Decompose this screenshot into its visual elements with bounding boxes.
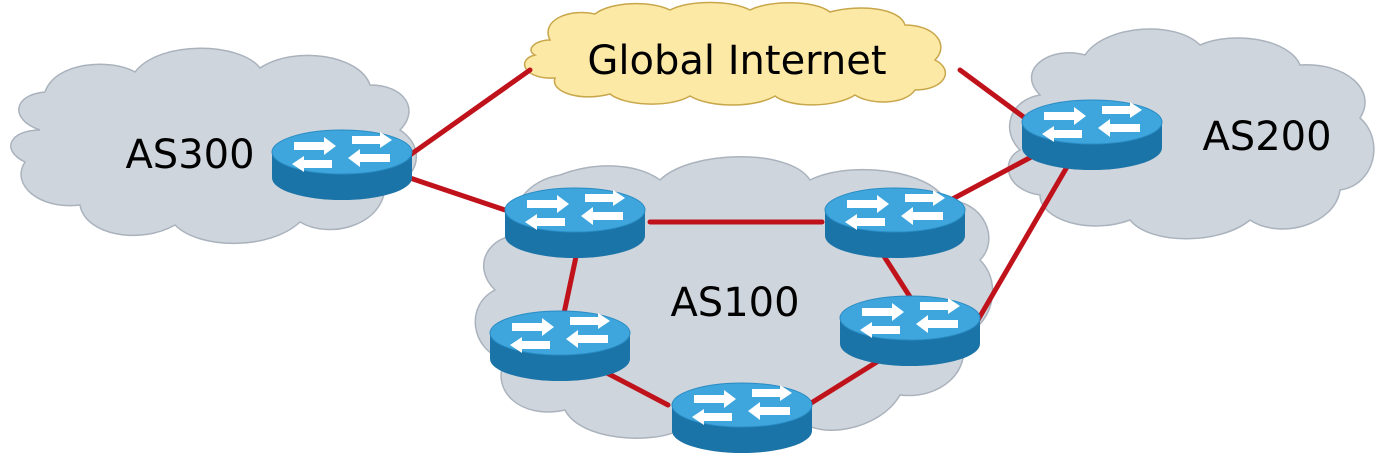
cloud-as200 <box>1007 28 1375 240</box>
as300-label: AS300 <box>125 132 254 178</box>
link-as100-s-e <box>805 357 883 408</box>
as200-label: AS200 <box>1202 114 1331 160</box>
router-icon <box>504 187 646 259</box>
cloud-internet <box>523 1 947 106</box>
link-as300-internet <box>407 67 533 158</box>
router-icon <box>824 187 966 259</box>
link-as100-ne-e <box>877 247 915 303</box>
link-as100-nw-w <box>560 249 580 321</box>
link-as300-as100 <box>407 175 508 213</box>
link-as200-internet <box>957 67 1028 121</box>
link-as100-ne-as200 <box>942 152 1038 206</box>
router-icon <box>839 295 981 367</box>
internet-label: Global Internet <box>587 38 886 84</box>
link-as100-e-as200 <box>972 145 1081 328</box>
as100-label: AS100 <box>670 280 799 326</box>
router-icon <box>271 129 413 201</box>
router-icon <box>489 310 631 382</box>
router-icon <box>671 382 813 454</box>
router-icon <box>1021 99 1163 171</box>
link-as100-w-s <box>602 369 671 408</box>
